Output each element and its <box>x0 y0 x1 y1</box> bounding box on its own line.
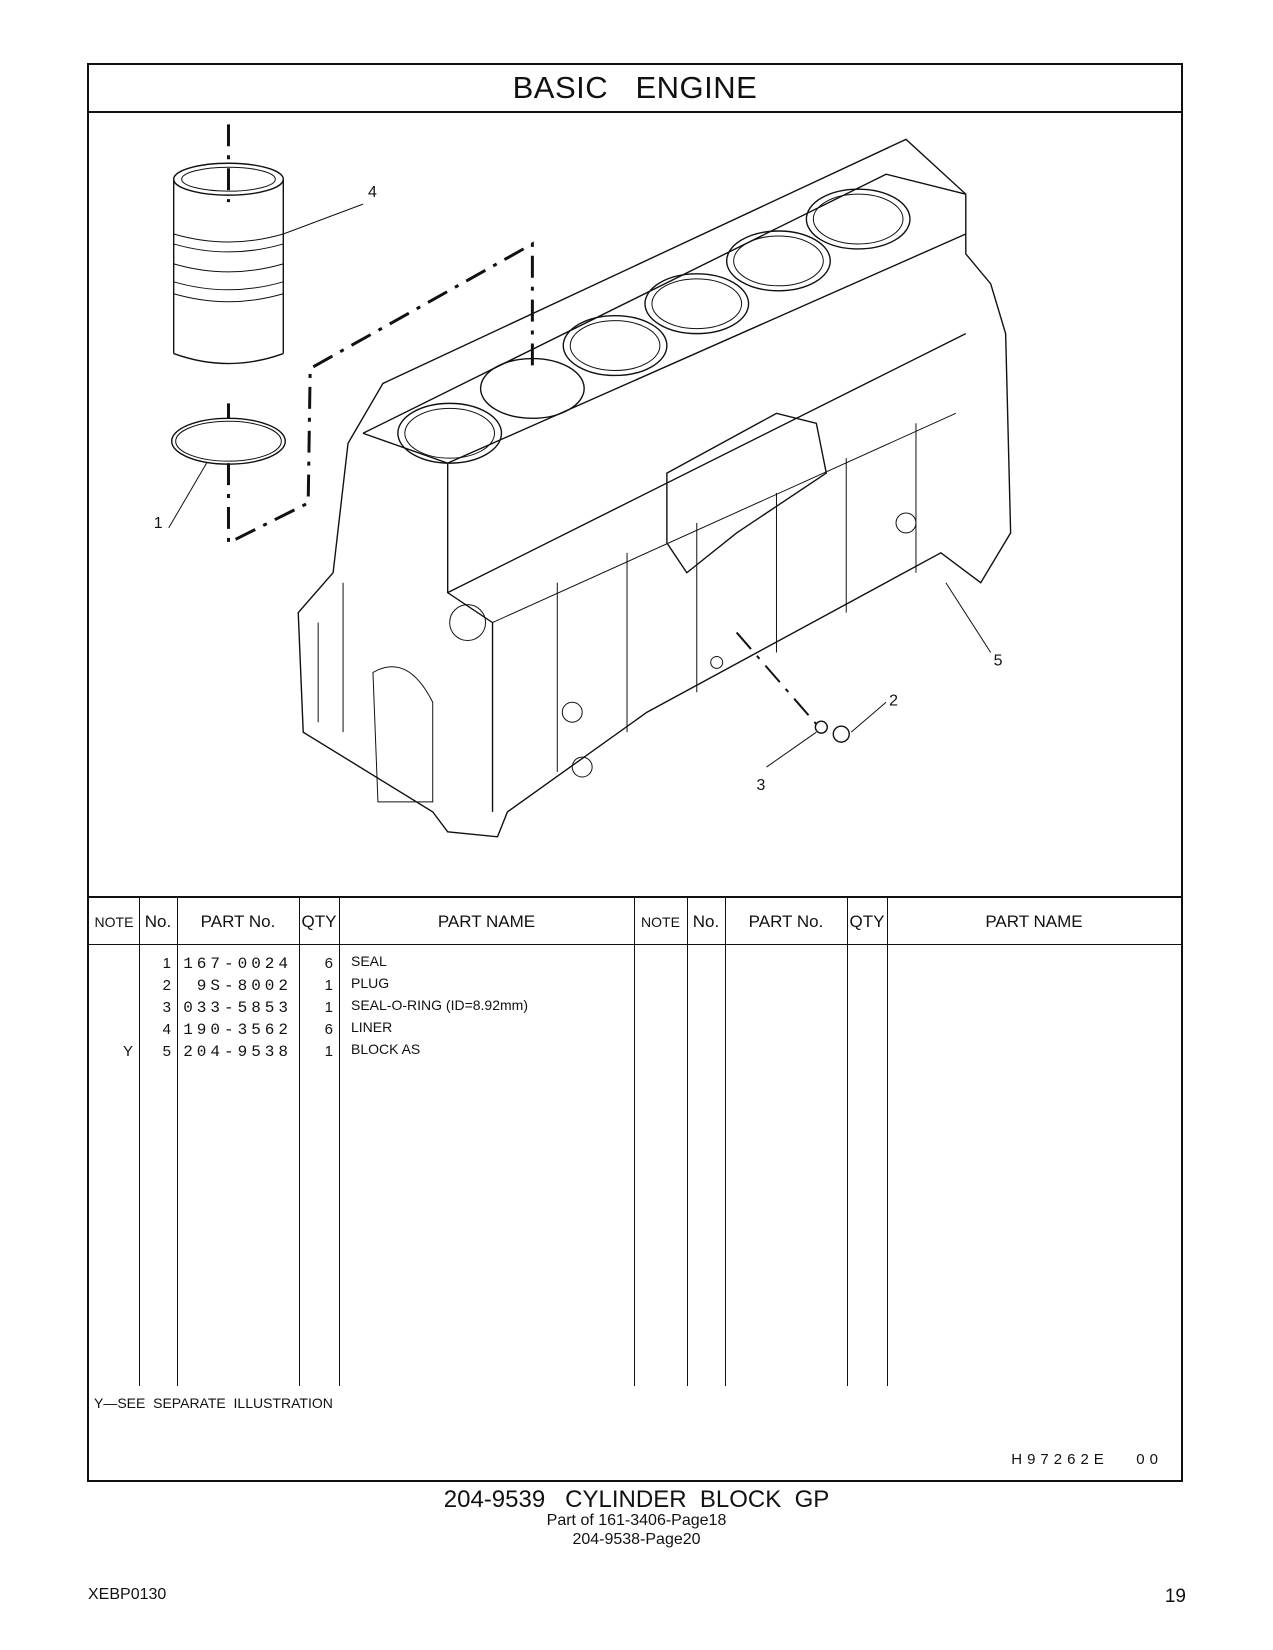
row-part-name: LINER <box>351 1018 393 1035</box>
parts-table: NOTE No. PART No. QTY PART NAME NOTE No.… <box>89 896 1181 1386</box>
row-item-no: 3 <box>162 999 171 1016</box>
col-divider <box>887 898 888 1386</box>
row-part-name: BLOCK AS <box>351 1040 421 1057</box>
row-item-no: 1 <box>162 955 171 972</box>
exploded-illustration: 4 1 2 5 3 <box>89 113 1181 896</box>
row-note <box>89 974 133 997</box>
section-title-bar: BASIC ENGINE <box>89 65 1181 113</box>
engine-block-drawing: 4 1 2 5 3 <box>154 124 1012 838</box>
cylinder-block-drawing <box>297 138 1012 838</box>
row-part-no: 204-9538 <box>183 1042 292 1061</box>
header-note-right: NOTE <box>641 913 680 930</box>
liner-drawing <box>172 162 284 365</box>
row-part-name: SEAL <box>351 952 387 969</box>
header-part-name: PART NAME <box>437 911 536 931</box>
col-divider <box>725 898 726 1386</box>
row-part-no: 033-5853 <box>183 998 292 1017</box>
callout-1: 1 <box>154 515 163 532</box>
header-part-name-right: PART NAME <box>985 911 1083 931</box>
callout-3: 3 <box>757 777 766 794</box>
row-note <box>89 1018 133 1041</box>
row-note <box>89 952 133 975</box>
col-divider <box>139 898 140 1386</box>
col-divider-middle <box>634 898 635 1386</box>
publication-number: XEBP0130 <box>88 1586 167 1603</box>
header-note: NOTE <box>94 913 134 930</box>
row-part-no: 190-3562 <box>183 1020 292 1039</box>
row-part-no: 9S-8002 <box>196 976 292 995</box>
callout-4: 4 <box>368 184 377 201</box>
row-qty: 6 <box>324 955 333 972</box>
footnote: Y—SEE SEPARATE ILLUSTRATION <box>94 1395 333 1411</box>
row-note: Y <box>122 1043 133 1060</box>
callout-2: 2 <box>889 692 898 709</box>
row-item-no: 4 <box>162 1021 171 1038</box>
callout-5: 5 <box>994 652 1003 669</box>
parts-page-frame: BASIC ENGINE <box>87 63 1183 1482</box>
col-divider <box>299 898 300 1386</box>
row-part-name: PLUG <box>351 974 390 991</box>
row-qty: 6 <box>324 1021 333 1038</box>
group-reference-1: Part of 161-3406-Page18 <box>546 1512 727 1529</box>
header-qty: QTY <box>301 911 337 931</box>
group-reference-2: 204-9538-Page20 <box>572 1531 701 1548</box>
section-title: BASIC ENGINE <box>512 70 758 105</box>
col-divider <box>339 898 340 1386</box>
illustration-code: H97262E 00 <box>1011 1451 1163 1468</box>
col-divider <box>847 898 848 1386</box>
row-part-no: 167-0024 <box>183 954 292 973</box>
col-divider <box>687 898 688 1386</box>
seal-ring-drawing <box>170 417 286 465</box>
row-qty: 1 <box>324 977 333 994</box>
group-title: 204-9539 CYLINDER BLOCK GP <box>443 1486 830 1513</box>
row-qty: 1 <box>324 1043 333 1060</box>
header-part-no: PART No. <box>200 911 276 931</box>
table-header-row <box>89 898 1181 945</box>
row-note <box>89 996 133 1019</box>
header-no-right: No. <box>692 911 720 931</box>
page-number: 19 <box>1164 1586 1186 1607</box>
row-part-name: SEAL-O-RING (ID=8.92mm) <box>351 996 528 1013</box>
header-part-no-right: PART No. <box>748 911 824 931</box>
row-qty: 1 <box>324 999 333 1016</box>
row-item-no: 5 <box>162 1043 171 1060</box>
header-no: No. <box>144 911 172 931</box>
col-divider <box>177 898 178 1386</box>
row-item-no: 2 <box>162 977 171 994</box>
header-qty-right: QTY <box>849 911 885 931</box>
